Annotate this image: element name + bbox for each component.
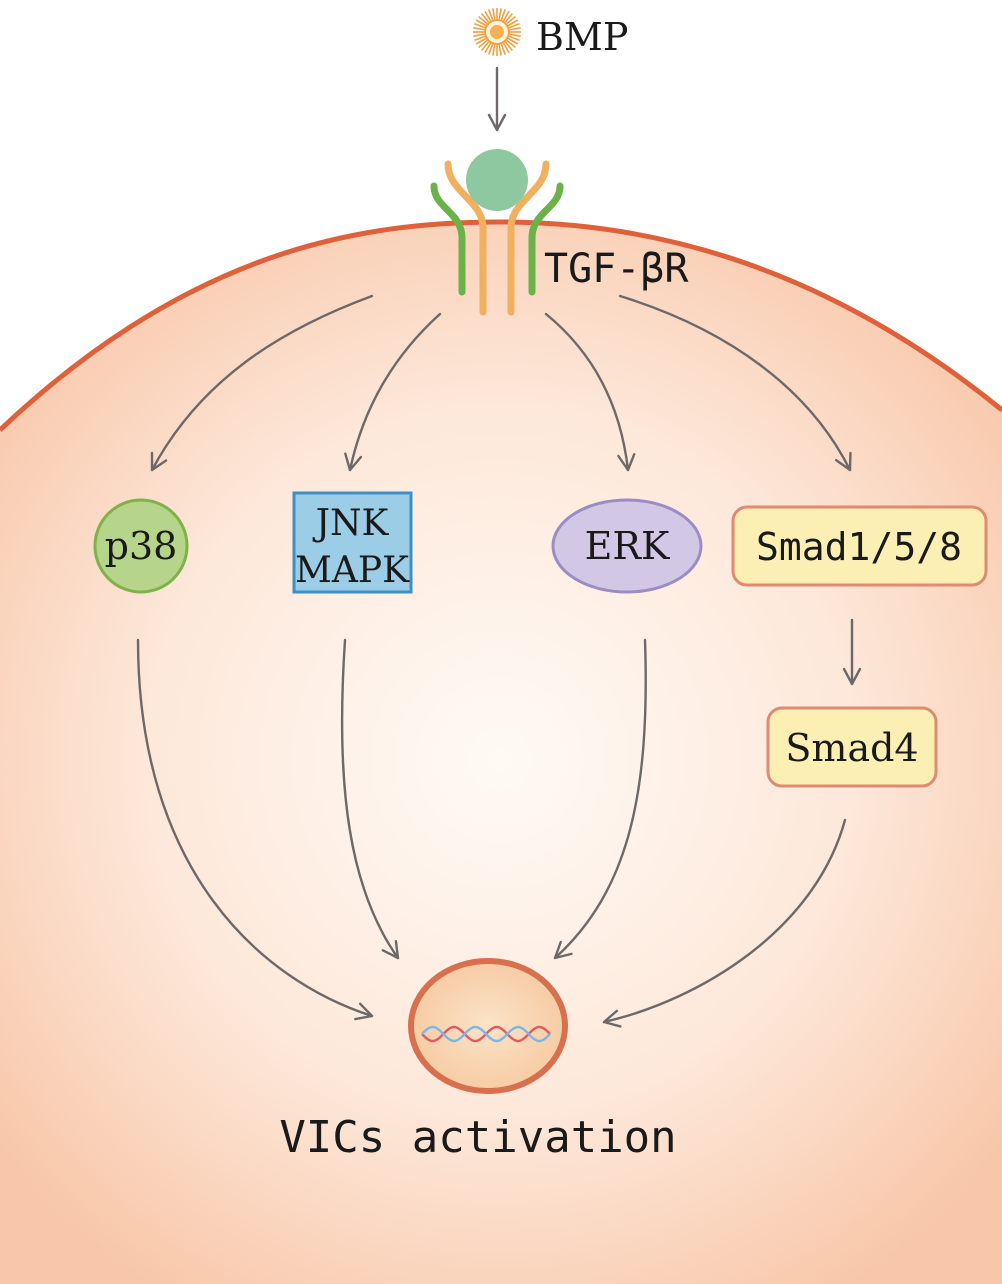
arrow-to-jnk [344,312,442,472]
p38-label: p38 [105,524,178,568]
arrow-p38-to-nucleus [136,638,374,1021]
bmp-ligand-icon [473,8,521,56]
nucleus-icon [408,958,568,1094]
arrow-to-erk [544,312,636,472]
arrow-jnk-to-nucleus [340,638,400,960]
smad4-node: Smad4 [766,706,938,788]
erk-label: ERK [585,524,670,568]
arrow-smad4-to-nucleus [602,818,847,1028]
bmp-label: BMP [536,15,628,59]
smad158-label: Smad1/5/8 [756,525,962,569]
receptor-label: TGF-βR [544,246,689,292]
erk-node: ERK [551,498,703,594]
cell-membrane [0,219,1002,432]
cell-cytoplasm [0,222,1002,1284]
vics-activation-label: VICs activation [279,1112,676,1163]
smad158-node: Smad1/5/8 [731,505,988,587]
mapk-label: MAPK [295,550,410,591]
smad4-label: Smad4 [785,726,918,770]
arrow-to-p38 [150,294,374,472]
arrow-erk-to-nucleus [553,638,647,960]
dna-icon [421,1025,551,1043]
p38-node: p38 [93,498,189,594]
jnk-label: JNK [312,503,390,544]
jnk-mapk-node: JNK MAPK [292,491,413,594]
tgf-beta-receptor-icon [430,149,564,316]
arrow-to-smad158 [618,294,852,472]
